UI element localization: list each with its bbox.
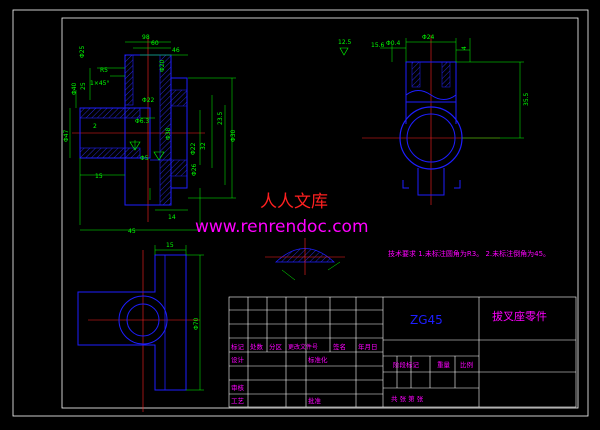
dim-text: Φ47	[63, 129, 70, 142]
side-view-break-line	[405, 90, 457, 100]
side-view-upper-body	[405, 61, 457, 103]
design-label: 设计	[231, 355, 245, 364]
side-view-inner-circle	[406, 113, 456, 163]
header-mark: 标记	[231, 342, 245, 351]
title-block	[228, 296, 577, 408]
watermark-chinese: 人人文库	[260, 192, 328, 212]
dim-text: 1×45°	[90, 80, 109, 87]
header-date: 年月日	[358, 342, 378, 351]
side-view-hatch-left	[411, 61, 421, 88]
inner-sheet-border	[61, 17, 579, 409]
approve-label: 批准	[308, 396, 322, 405]
dim-text: Φ24	[422, 34, 435, 41]
section-mark-right	[454, 180, 461, 189]
dim-text: 35.5	[523, 92, 530, 106]
header-change-doc: 更改文件号	[288, 343, 318, 351]
dim-text: R5	[100, 67, 108, 74]
section-mark-left	[402, 180, 409, 189]
stage-mark-label: 阶段标记	[393, 360, 420, 369]
dim-text: 15	[95, 173, 103, 180]
side-view: Φ24 4 15.6 Φ0.4 12.5 35.5	[338, 34, 530, 205]
dim-text: Φ6.3	[135, 118, 149, 125]
front-view: 98 60 46 Φ25 Φ40 R5 25 1×45° 2 Φ47 Φ22 Φ…	[63, 34, 237, 235]
title-block-labels: 标记 处数 分区 更改文件号 签名 年月日 设计 标准化 审核 工艺 批准 阶段…	[231, 342, 473, 405]
bottom-view: 15 Φ70	[77, 242, 204, 412]
header-zone: 分区	[269, 342, 283, 351]
header-count: 处数	[250, 342, 264, 351]
watermark-url: www.renrendoc.com	[195, 217, 369, 237]
dim-text: Φ38	[165, 127, 172, 140]
bottom-view-outer-circle	[118, 295, 168, 345]
material-label: ZG45	[410, 313, 443, 327]
review-label: 审核	[231, 383, 245, 392]
bottom-view-flange	[164, 254, 187, 391]
outer-sheet-border	[12, 9, 589, 417]
detail-view	[265, 238, 345, 281]
weight-label: 重量	[437, 361, 451, 369]
dim-text: 32	[200, 142, 207, 150]
side-view-hatch-right	[441, 61, 451, 88]
arm-section-hatch-top	[79, 107, 141, 119]
dim-text: Φ70	[193, 317, 200, 330]
dim-text: Φ22	[190, 142, 197, 155]
part-name: 拔叉座零件	[492, 309, 547, 323]
side-view-lower-stem	[417, 168, 445, 196]
dim-text: 12.5	[338, 39, 352, 46]
bottom-view-inner-circle	[126, 303, 160, 337]
header-signature: 签名	[333, 342, 346, 351]
flange-hatch-lower	[170, 159, 188, 177]
standardization-label: 标准化	[308, 355, 328, 364]
dim-text: Φ30	[230, 129, 237, 142]
front-view-dimension-lines	[69, 41, 236, 231]
dim-text: 46	[172, 47, 180, 54]
dim-text: 23.5	[217, 111, 224, 125]
right-flange-outline	[170, 77, 188, 189]
dim-text: 60	[151, 40, 159, 47]
dim-text: 4	[461, 46, 468, 50]
dim-text: Φ26	[191, 163, 198, 176]
dim-text: Φ5	[140, 155, 149, 162]
arm-section-hatch-bottom	[79, 147, 141, 159]
dim-text: 15.6	[371, 42, 385, 49]
sheet-info: 共 张 第 张	[391, 394, 424, 403]
side-view-dimension-lines	[380, 38, 524, 139]
dim-text: Φ0.4	[386, 40, 400, 47]
dim-text: 2	[93, 123, 97, 130]
dim-text: 15	[166, 242, 174, 249]
dim-text: 45	[128, 228, 136, 235]
surface-finish-symbol-2	[153, 151, 165, 161]
dim-text: Φ20	[159, 59, 166, 72]
flange-hatch-upper	[170, 89, 188, 107]
boss-section-hatch-left	[124, 54, 134, 106]
technical-requirements: 技术要求 1.未标注圆角为R3。 2.未标注倒角为45。	[388, 249, 550, 258]
process-label: 工艺	[231, 397, 245, 405]
dim-text: 14	[168, 214, 176, 221]
dim-text: 25	[80, 82, 87, 90]
dim-text: 98	[142, 34, 150, 41]
scale-label: 比例	[460, 360, 473, 369]
dim-text: Φ40	[71, 82, 78, 95]
surface-finish-symbol	[129, 141, 141, 151]
surface-finish-symbol	[339, 47, 349, 56]
dim-text: Φ25	[79, 45, 86, 58]
dim-text: Φ22	[142, 97, 155, 104]
bottom-view-dimension-lines	[154, 245, 204, 391]
